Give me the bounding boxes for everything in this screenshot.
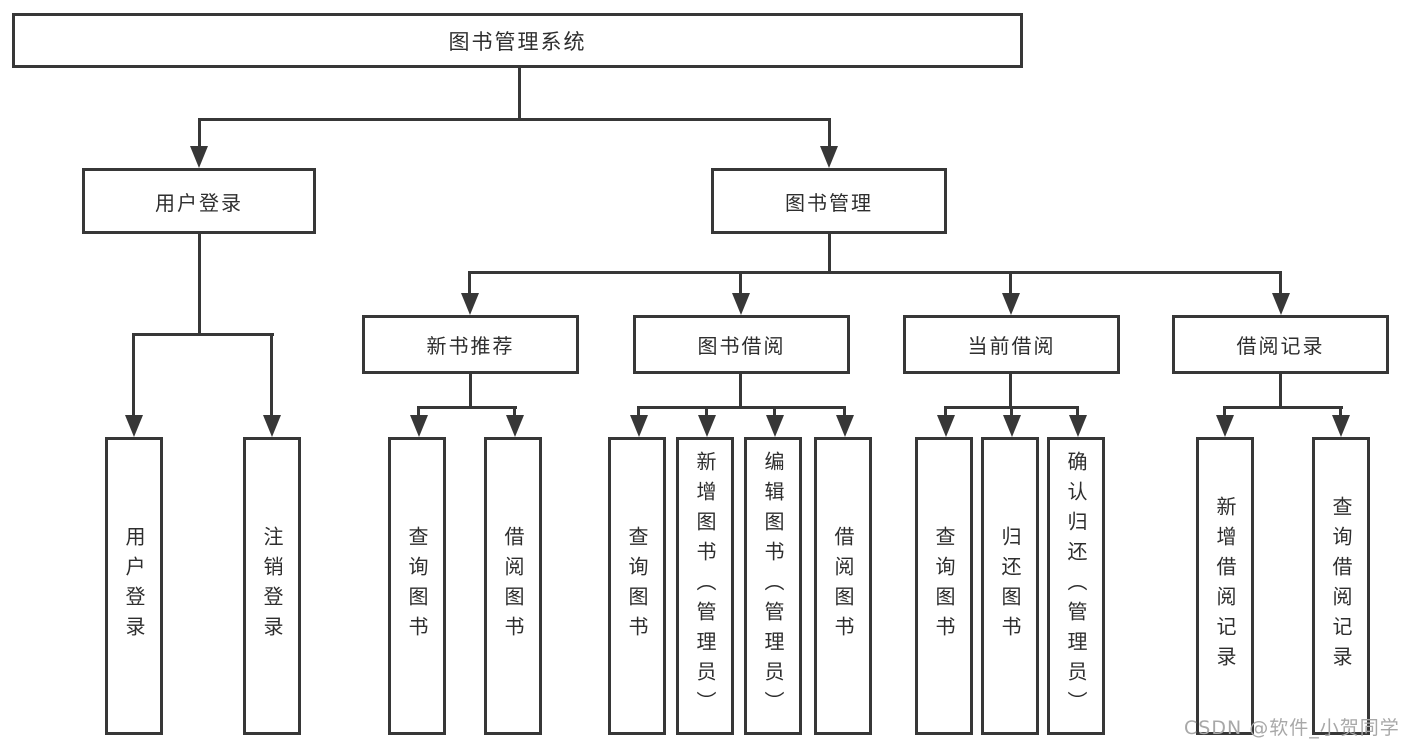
connector-drop xyxy=(1223,406,1226,417)
connector-drop xyxy=(1076,406,1079,417)
node-current-borrowing: 当前借阅 xyxy=(903,315,1120,374)
arrow-down-icon xyxy=(506,415,524,437)
node-label: 图书借阅 xyxy=(697,334,786,358)
watermark: CSDN @软件_小贺同学 xyxy=(1184,717,1400,739)
node-leaf-edit-books-admin: 编辑图书（管理员） xyxy=(744,437,802,735)
node-leaf-return-books: 归还图书 xyxy=(981,437,1039,735)
connector-book-borrow-bar xyxy=(637,406,846,409)
arrow-down-icon xyxy=(630,415,648,437)
node-leaf-borrow-books-2: 借阅图书 xyxy=(814,437,872,735)
connector-drop xyxy=(637,406,640,417)
connector-book-mgmt-bar xyxy=(468,271,1282,274)
arrow-down-icon xyxy=(190,146,208,168)
connector-root-stem xyxy=(518,68,521,118)
connector-drop-new-book xyxy=(468,271,471,296)
connector-drop-borrow-records xyxy=(1279,271,1282,296)
connector-drop xyxy=(773,406,776,417)
connector-drop-leaf-login xyxy=(132,333,135,417)
node-label: 注销登录 xyxy=(260,526,284,646)
connector-drop-book-mgmt xyxy=(828,118,831,148)
node-label: 用户登录 xyxy=(155,190,243,215)
arrow-down-icon xyxy=(836,415,854,437)
connector-drop-current-borrow xyxy=(1009,271,1012,296)
node-label: 归还图书 xyxy=(998,526,1022,646)
node-label: 借阅图书 xyxy=(831,526,855,646)
arrow-down-icon xyxy=(820,146,838,168)
node-label: 新书推荐 xyxy=(426,334,515,358)
arrow-down-icon xyxy=(937,415,955,437)
arrow-down-icon xyxy=(1216,415,1234,437)
node-label: 用户登录 xyxy=(122,526,146,646)
node-user-login: 用户登录 xyxy=(82,168,316,234)
connector-book-mgmt-stem xyxy=(828,234,831,271)
arrow-down-icon xyxy=(698,415,716,437)
connector-borrow-records-bar xyxy=(1223,406,1343,409)
arrow-down-icon xyxy=(1272,293,1290,315)
node-label: 图书管理系统 xyxy=(448,29,587,54)
node-label: 查询图书 xyxy=(625,526,649,646)
arrow-down-icon xyxy=(125,415,143,437)
node-book-management: 图书管理 xyxy=(711,168,947,234)
node-label: 确认归还（管理员） xyxy=(1064,451,1088,721)
connector-root-bar xyxy=(198,118,831,121)
connector-book-borrow-stem xyxy=(739,374,742,406)
node-leaf-logout: 注销登录 xyxy=(243,437,301,735)
node-leaf-add-borrow-record: 新增借阅记录 xyxy=(1196,437,1254,735)
connector-new-book-stem xyxy=(469,374,472,406)
connector-drop xyxy=(944,406,947,417)
node-leaf-query-books-1: 查询图书 xyxy=(388,437,446,735)
connector-user-login-stem xyxy=(198,234,201,333)
node-leaf-borrow-books-1: 借阅图书 xyxy=(484,437,542,735)
arrow-down-icon xyxy=(766,415,784,437)
node-borrowing-records: 借阅记录 xyxy=(1172,315,1389,374)
node-library-management-system: 图书管理系统 xyxy=(12,13,1023,68)
arrow-down-icon xyxy=(732,293,750,315)
connector-drop-book-borrow xyxy=(739,271,742,296)
connector-drop-user-login xyxy=(198,118,201,148)
connector-new-book-bar xyxy=(417,406,517,409)
arrow-down-icon xyxy=(1002,293,1020,315)
node-book-borrowing: 图书借阅 xyxy=(633,315,850,374)
arrow-down-icon xyxy=(263,415,281,437)
arrow-down-icon xyxy=(410,415,428,437)
connector-drop xyxy=(1010,406,1013,417)
node-leaf-add-books-admin: 新增图书（管理员） xyxy=(676,437,734,735)
node-leaf-query-books-2: 查询图书 xyxy=(608,437,666,735)
node-leaf-query-borrow-record: 查询借阅记录 xyxy=(1312,437,1370,735)
node-label: 借阅记录 xyxy=(1236,334,1325,358)
connector-drop xyxy=(417,406,420,417)
arrow-down-icon xyxy=(1069,415,1087,437)
node-label: 编辑图书（管理员） xyxy=(761,451,785,721)
connector-drop xyxy=(843,406,846,417)
connector-drop xyxy=(1339,406,1342,417)
node-leaf-query-books-3: 查询图书 xyxy=(915,437,973,735)
node-label: 新增图书（管理员） xyxy=(693,451,717,721)
arrow-down-icon xyxy=(1003,415,1021,437)
node-label: 查询图书 xyxy=(405,526,429,646)
node-label: 当前借阅 xyxy=(967,334,1056,358)
connector-current-borrow-stem xyxy=(1009,374,1012,406)
node-label: 新增借阅记录 xyxy=(1213,496,1237,676)
node-label: 图书管理 xyxy=(785,190,873,215)
connector-drop xyxy=(513,406,516,417)
node-label: 查询图书 xyxy=(932,526,956,646)
connector-drop-leaf-logout xyxy=(270,333,273,417)
connector-borrow-records-stem xyxy=(1279,374,1282,406)
arrow-down-icon xyxy=(1332,415,1350,437)
arrow-down-icon xyxy=(461,293,479,315)
node-label: 查询借阅记录 xyxy=(1329,496,1353,676)
node-new-book-recommendation: 新书推荐 xyxy=(362,315,579,374)
node-leaf-confirm-return-admin: 确认归还（管理员） xyxy=(1047,437,1105,735)
connector-drop xyxy=(705,406,708,417)
connector-user-login-bar xyxy=(132,333,274,336)
node-leaf-user-login: 用户登录 xyxy=(105,437,163,735)
node-label: 借阅图书 xyxy=(501,526,525,646)
